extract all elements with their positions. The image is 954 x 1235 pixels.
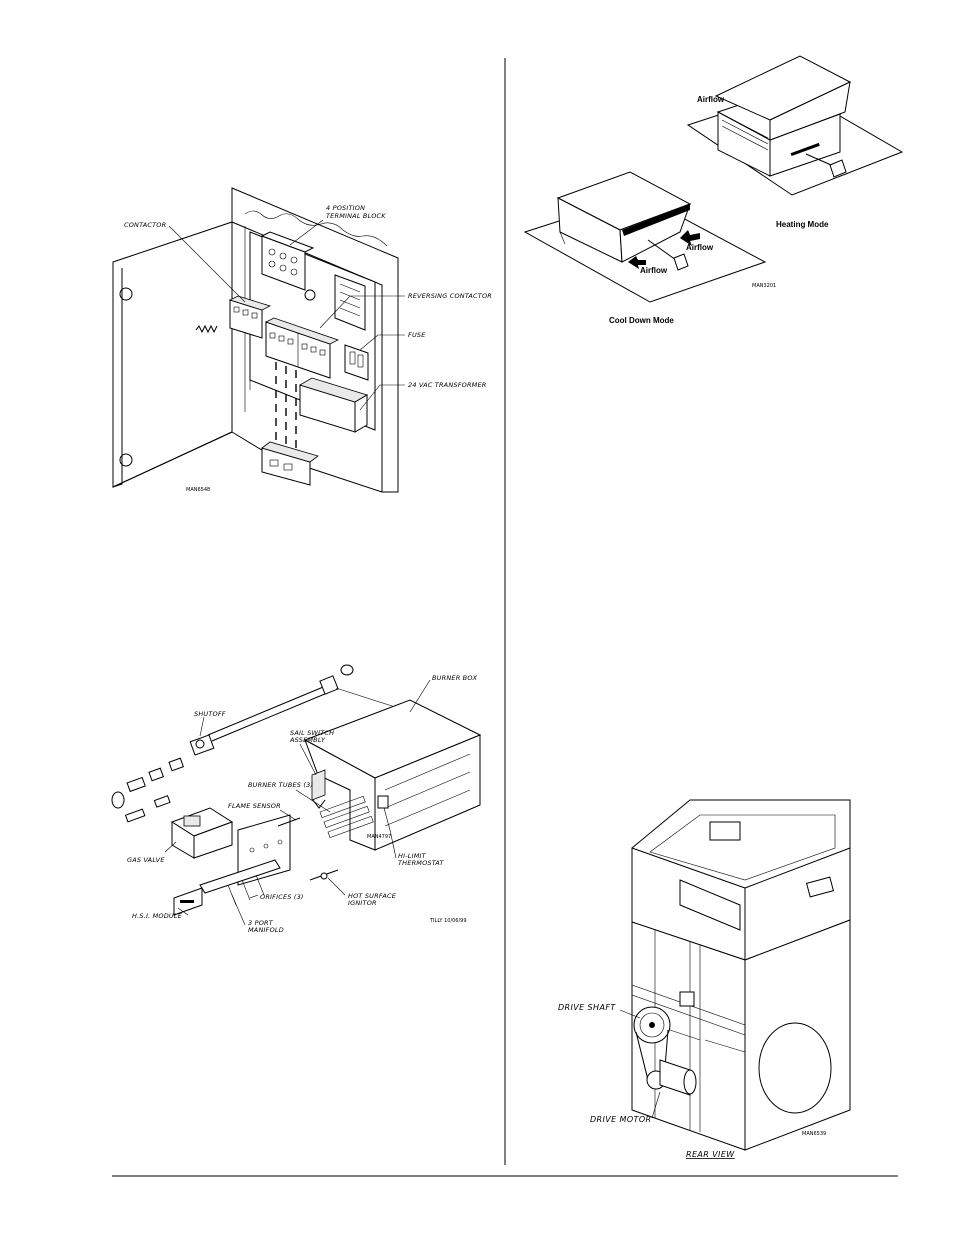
hsi-module-label: H.S.I. MODULE <box>132 912 183 920</box>
rear-view-drawing-id: MAN6539 <box>802 1131 826 1137</box>
rear-view-caption: REAR VIEW <box>686 1150 735 1159</box>
manifold-label-line2: MANIFOLD <box>248 926 284 934</box>
burner-tubes-label: BURNER TUBES (3) <box>248 781 313 789</box>
burner-assembly-figure: BURNER BOX SHUTOFF SAIL SWITCH ASSEMBLY … <box>111 664 482 934</box>
hi-limit-label-line2: THERMOSTAT <box>398 859 444 867</box>
sail-switch-label-line2: ASSEMBLY <box>289 736 326 744</box>
manifold-label-line1: 3 PORT <box>248 919 274 927</box>
airflow-label-right: Airflow <box>686 243 714 252</box>
terminal-block-label-line1: 4 POSITION <box>326 204 365 212</box>
shutoff-label: SHUTOFF <box>194 710 226 718</box>
burner-assembly-drawing-id: MAN4797 <box>367 834 391 840</box>
reversing-contactor-label: REVERSING CONTACTOR <box>408 292 492 300</box>
orifices-label: ORIFICES (3) <box>260 893 304 901</box>
burner-box-label: BURNER BOX <box>432 674 477 682</box>
drive-motor-label: DRIVE MOTOR <box>590 1115 652 1124</box>
airflow-label-bottom: Airflow <box>640 266 668 275</box>
contactor-label: CONTACTOR <box>124 221 166 229</box>
heating-mode-caption: Heating Mode <box>776 220 829 229</box>
hi-limit-label-line1: HI-LIMIT <box>398 852 427 860</box>
gas-valve-label: GAS VALVE <box>127 856 165 864</box>
airflow-label-heating: Airflow <box>697 95 725 104</box>
transformer-label: 24 VAC TRANSFORMER <box>408 381 487 389</box>
sail-switch-label-line1: SAIL SWITCH <box>290 729 334 737</box>
cool-down-mode-caption: Cool Down Mode <box>609 316 674 325</box>
airflow-modes-drawing-id: MAN3201 <box>752 283 776 289</box>
igniter-label-line1: HOT SURFACE <box>348 892 397 900</box>
airflow-modes-figure: Airflow Airflow Airflow Heating Mode Coo… <box>523 55 904 325</box>
terminal-block-label-line2: TERMINAL BLOCK <box>326 212 386 220</box>
control-panel-drawing-id: MAN6548 <box>186 487 210 493</box>
drive-shaft-label: DRIVE SHAFT <box>558 1003 616 1012</box>
burner-assembly-signature: TILLY 10/06/99 <box>429 918 467 924</box>
rear-view-figure: DRIVE SHAFT DRIVE MOTOR MAN6539 REAR VIE… <box>558 799 851 1159</box>
igniter-label-line2: IGNITOR <box>348 899 377 907</box>
flame-sensor-label: FLAME SENSOR <box>228 802 281 810</box>
control-panel-figure: CONTACTOR 4 POSITION TERMINAL BLOCK REVE… <box>112 187 492 493</box>
fuse-label: FUSE <box>408 331 426 339</box>
